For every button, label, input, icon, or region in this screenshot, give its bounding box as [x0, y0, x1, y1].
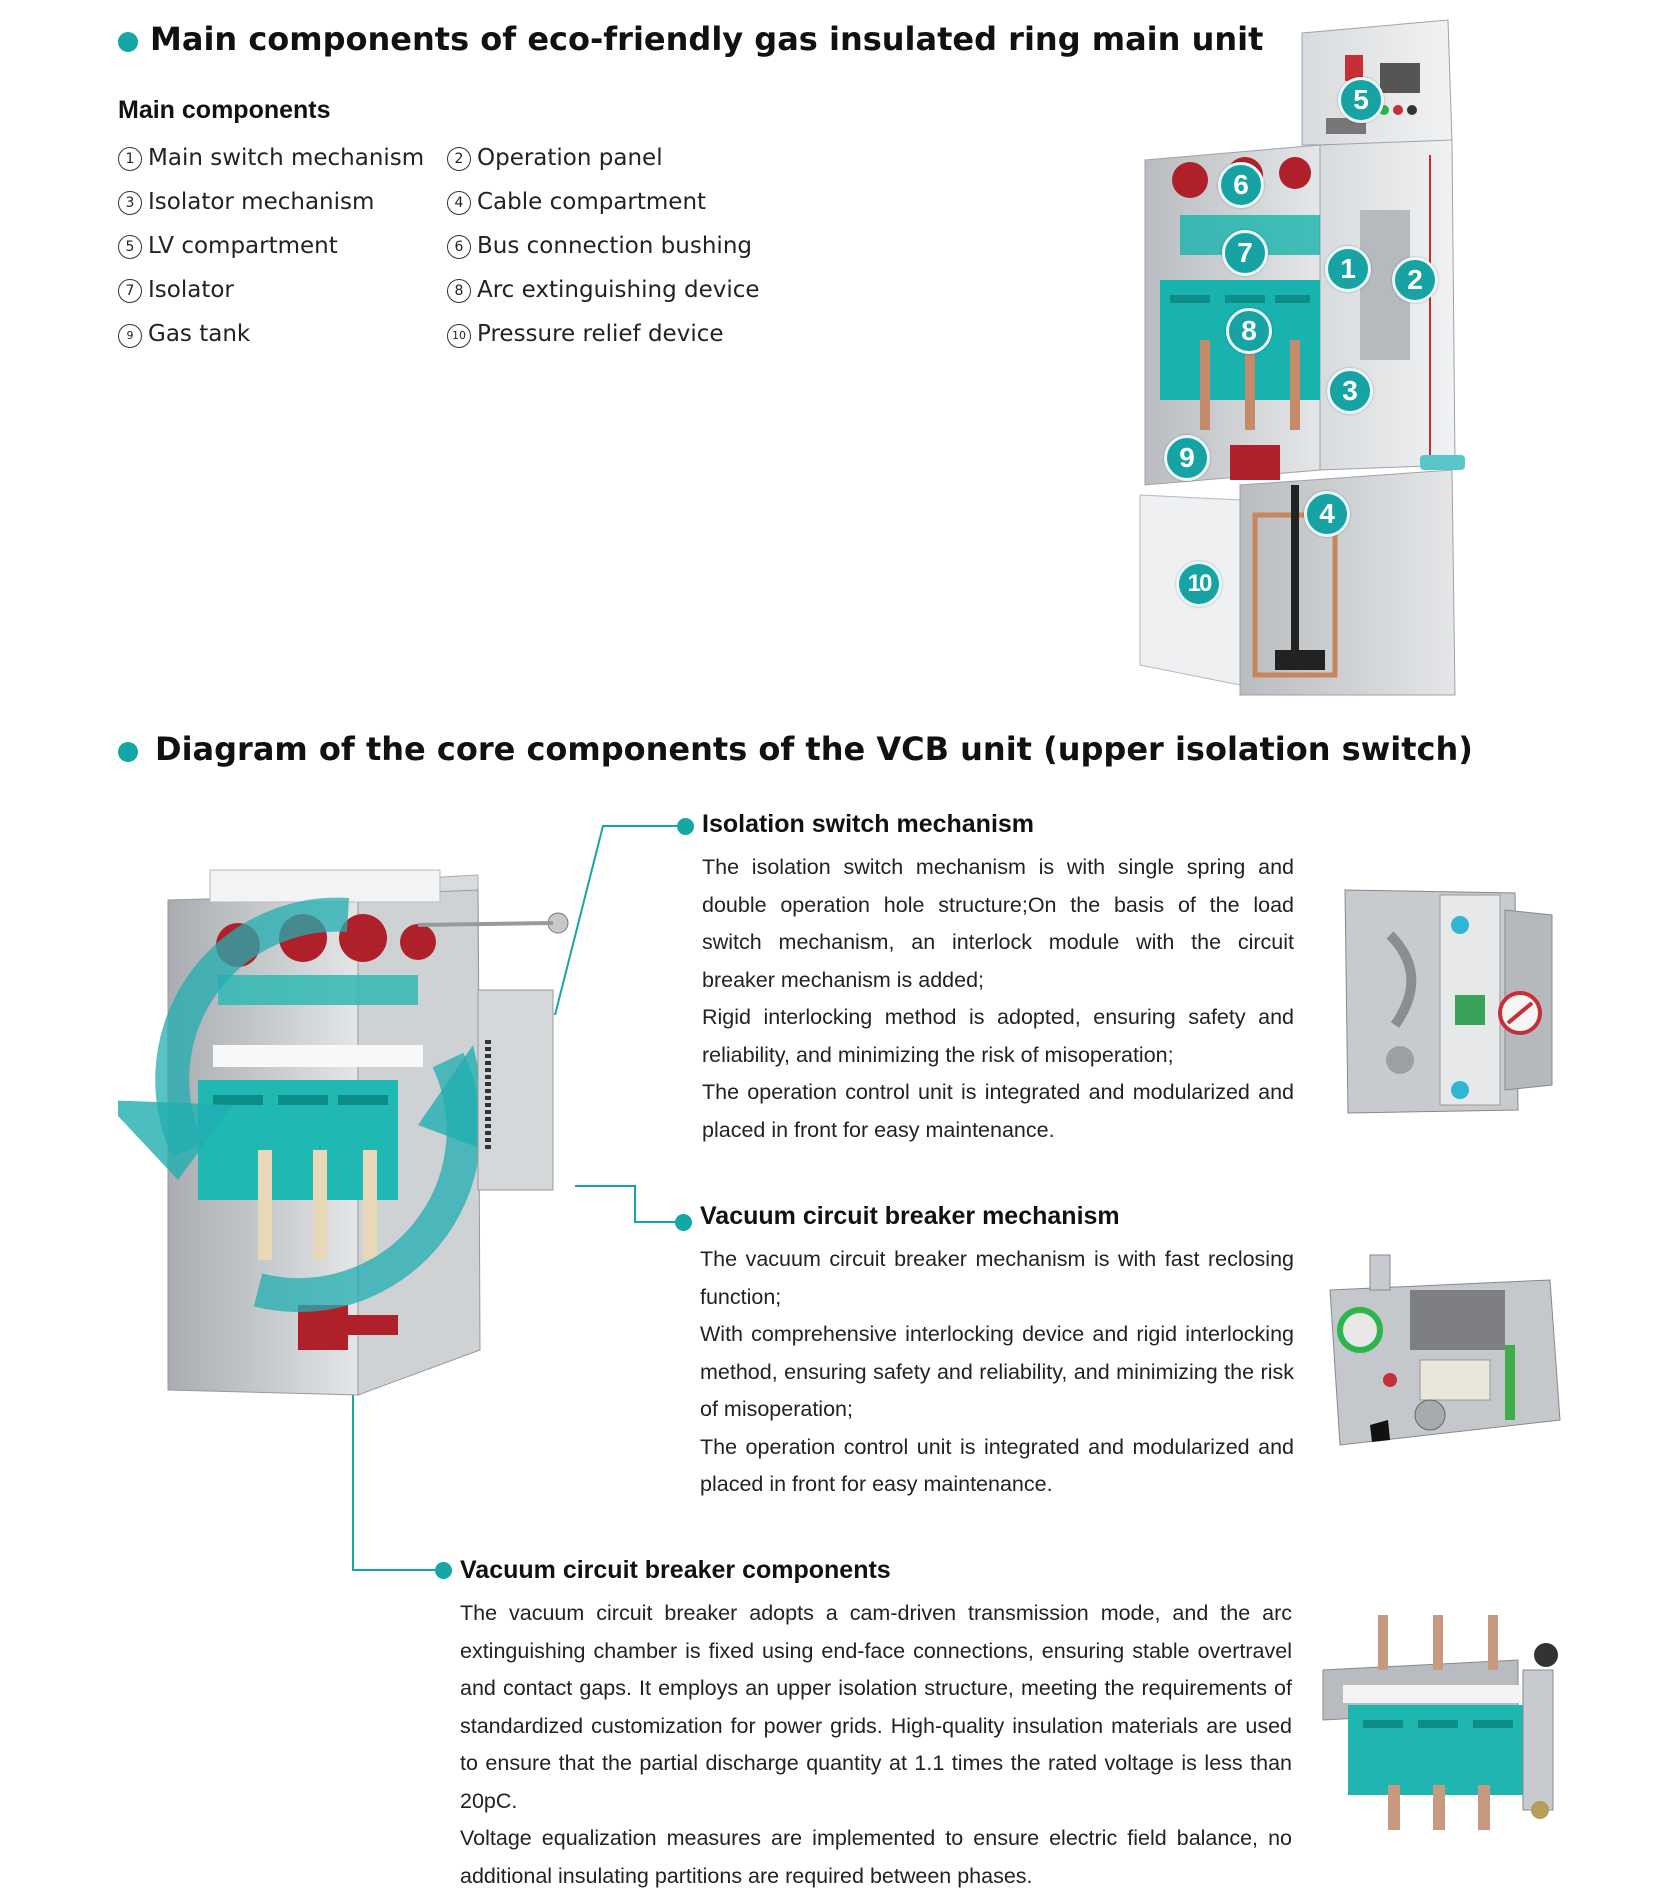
badge-1: 1 [1325, 246, 1371, 292]
isolation-mechanism-drawing [1344, 889, 1553, 1114]
badge-10: 10 [1176, 561, 1222, 607]
vcb-mechanism-drawing [1329, 1254, 1561, 1446]
block-title: Vacuum circuit breaker components [460, 1556, 891, 1584]
vcb-drawing [103, 869, 569, 1396]
vcb-components-drawing [1322, 1615, 1558, 1830]
cabinet-drawing [1139, 19, 1465, 696]
badge-6: 6 [1218, 162, 1264, 208]
block-body: The vacuum circuit breaker adopts a cam-… [460, 1595, 1292, 1895]
block-paragraph: The vacuum circuit breaker adopts a cam-… [460, 1601, 1292, 1813]
vcb-mechanism-image [1310, 1250, 1565, 1460]
section-title: Diagram of the core components of the VC… [155, 730, 1473, 768]
block-body: The isolation switch mechanism is with s… [702, 849, 1294, 1149]
badge-2: 2 [1392, 257, 1438, 303]
block-body: The vacuum circuit breaker mechanism is … [700, 1241, 1294, 1504]
block-paragraph: The operation control unit is integrated… [702, 1080, 1294, 1142]
badge-4: 4 [1304, 491, 1350, 537]
isolation-mechanism-image [1340, 885, 1560, 1125]
badge-3: 3 [1327, 368, 1373, 414]
block-bullet [677, 818, 694, 835]
vcb-unit-illustration [103, 850, 598, 1410]
block-title: Isolation switch mechanism [702, 810, 1035, 838]
block-bullet [435, 1562, 452, 1579]
block-paragraph: Rigid interlocking method is adopted, en… [702, 1005, 1294, 1067]
badge-5: 5 [1338, 77, 1384, 123]
badge-9: 9 [1164, 435, 1210, 481]
block-paragraph: With comprehensive interlocking device a… [700, 1322, 1294, 1421]
components-subtitle: Main components [118, 96, 331, 124]
block-paragraph: The operation control unit is integrated… [700, 1434, 1294, 1497]
ring-main-unit-illustration [1130, 15, 1470, 705]
badge-8: 8 [1226, 308, 1272, 354]
block-bullet [675, 1214, 692, 1231]
section-title: Main components of eco-friendly gas insu… [150, 20, 1264, 58]
block-title: Vacuum circuit breaker mechanism [700, 1202, 1120, 1230]
block-paragraph: The vacuum circuit breaker mechanism is … [700, 1247, 1294, 1309]
block-paragraph: The isolation switch mechanism is with s… [702, 855, 1294, 992]
section-bullet [118, 742, 138, 762]
vcb-components-image [1318, 1610, 1563, 1840]
block-paragraph: Voltage equalization measures are implem… [460, 1826, 1292, 1888]
section-bullet [118, 32, 138, 52]
badge-7: 7 [1222, 230, 1268, 276]
